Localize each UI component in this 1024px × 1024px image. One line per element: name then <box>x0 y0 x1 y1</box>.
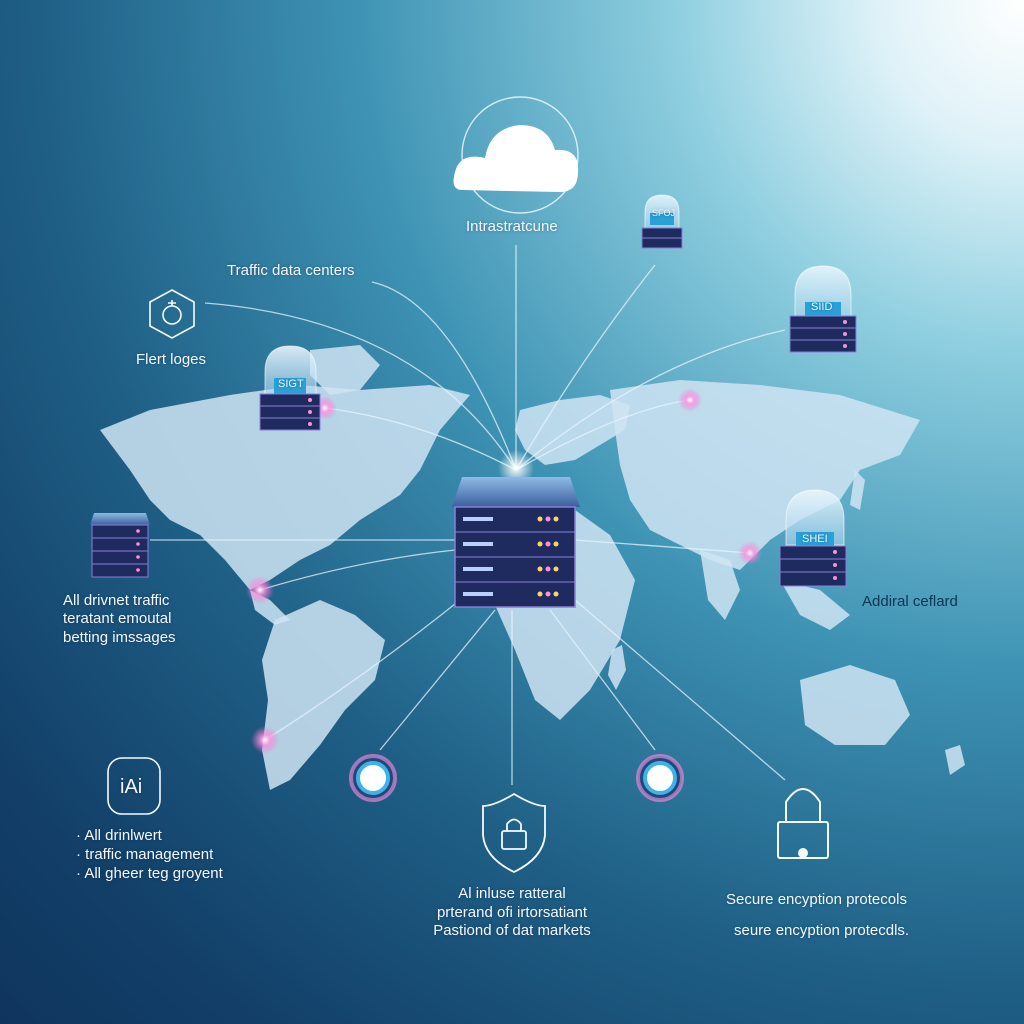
southeast-asia <box>780 580 850 630</box>
line-to-left-ring <box>379 609 496 751</box>
center-bottom-line-3: Pastiond of dat markets <box>433 922 591 939</box>
glow-node-south-america <box>251 726 279 754</box>
bottom-right-line-2: seure encyption protecdls. <box>734 922 910 939</box>
madagascar <box>608 645 626 690</box>
node-ring-right-icon <box>636 754 684 802</box>
traffic-data-centers-label: Traffic data centers <box>227 262 355 279</box>
glow-node-asia <box>738 541 762 565</box>
glow-node-caribbean <box>246 576 274 604</box>
new-zealand <box>945 745 965 775</box>
gear-hexagon-icon <box>149 289 195 339</box>
server-top-right-small <box>641 194 683 249</box>
asia <box>610 380 920 570</box>
line-to-right-ring <box>549 609 656 751</box>
connection-lines <box>150 245 786 785</box>
left-block-line-2: teratant emoutal <box>63 610 172 627</box>
bottom-right-line-1: Secure encyption protecols <box>726 891 907 908</box>
line-to-padlock <box>574 599 786 781</box>
line-to-right-upper-server <box>515 329 786 471</box>
ai-person-icon <box>107 757 161 815</box>
shield-lock-icon <box>482 792 546 873</box>
server-screen-left-upper: SIGT <box>278 378 304 390</box>
india <box>700 550 740 620</box>
server-screen-right-upper: SIID <box>811 301 833 313</box>
center-bottom-line-1: Al inluse ratteral <box>458 885 566 902</box>
line-to-left-upper-server <box>324 407 517 471</box>
north-america <box>100 385 470 590</box>
right-mid-label: Addiral ceflard <box>862 593 958 610</box>
bullet-1: · All drinlwert <box>76 827 162 844</box>
south-america <box>262 600 385 790</box>
glow-node-europe <box>678 388 702 412</box>
padlock-icon <box>777 788 829 859</box>
line-to-hexagon <box>204 302 517 471</box>
greenland <box>310 345 380 395</box>
left-block-line-1: All drivnet traffic <box>63 592 170 609</box>
server-screen-top-right: SFOJ <box>652 208 676 218</box>
server-left-upper <box>259 345 321 431</box>
flert-loges-label: Flert loges <box>136 351 207 368</box>
center-bottom-line-2: prterand ofi irtorsatiant <box>436 904 588 921</box>
glow-nodes <box>246 388 762 754</box>
line-to-traffic-label <box>371 281 517 471</box>
left-server <box>90 513 150 578</box>
line-to-top-right-server <box>515 264 656 471</box>
japan <box>850 470 865 510</box>
central-server <box>452 477 580 608</box>
server-right-mid <box>779 489 847 587</box>
line-to-right-mid <box>574 539 751 554</box>
line-to-right-glow <box>515 399 691 471</box>
infrastructure-label: Intrastratcune <box>466 218 558 235</box>
ai-icon-text: iAi <box>120 776 143 798</box>
bullet-2: · traffic management <box>76 846 214 863</box>
world-map <box>100 345 965 790</box>
line-to-left-glow <box>259 549 456 591</box>
node-ring-left-icon <box>349 754 397 802</box>
cloud-icon <box>453 96 579 214</box>
left-block-line-3: betting imssages <box>63 629 176 646</box>
server-right-upper <box>789 265 857 353</box>
server-screen-right-mid: SHEI <box>802 533 828 545</box>
australia <box>800 665 910 745</box>
line-to-south-america-glow <box>264 599 461 741</box>
bullet-3: · All gheer teg groyent <box>76 865 223 882</box>
